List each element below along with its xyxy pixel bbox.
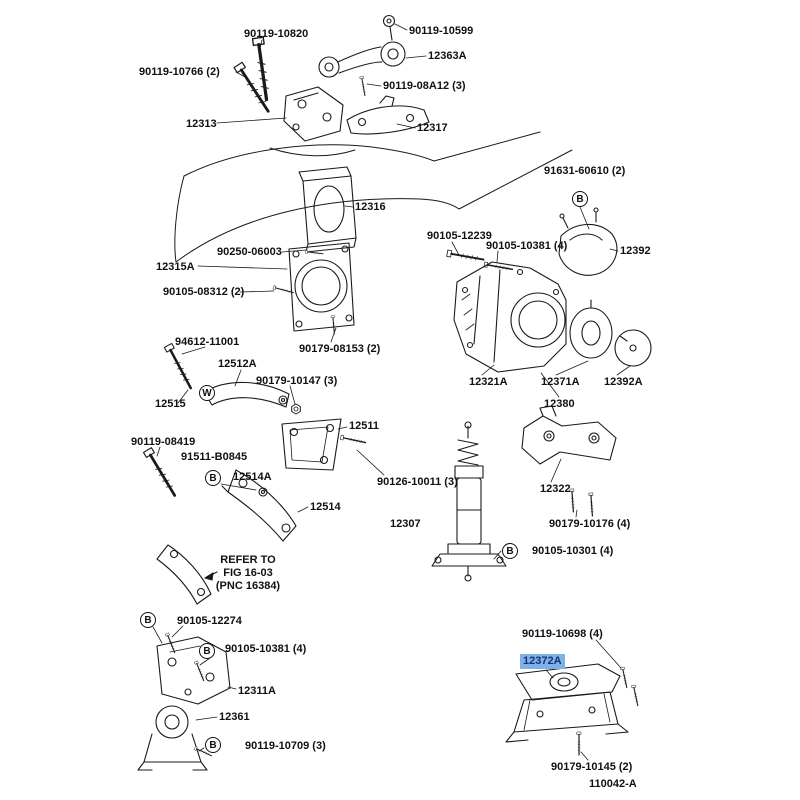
part-label[interactable]: 12315A xyxy=(156,261,195,273)
part-label[interactable]: 90179-10145 (2) xyxy=(551,761,633,773)
part-label[interactable]: 12371A xyxy=(541,376,580,388)
part-label[interactable]: 12392 xyxy=(620,245,651,257)
part-label[interactable]: 12316 xyxy=(355,201,386,213)
part-label[interactable]: 12361 xyxy=(219,711,250,723)
part-label[interactable]: 12317 xyxy=(417,122,448,134)
part-label[interactable]: 90105-10301 (4) xyxy=(532,545,614,557)
ref-symbol-w: W xyxy=(199,385,215,401)
part-label[interactable]: 90119-08419 xyxy=(131,436,196,448)
part-label[interactable]: 90119-10766 (2) xyxy=(139,66,220,78)
part-label[interactable]: 12392A xyxy=(604,376,643,388)
part-label[interactable]: 90179-10147 (3) xyxy=(256,375,338,387)
part-label[interactable]: 12321A xyxy=(469,376,508,388)
part-label[interactable]: 91631-60610 (2) xyxy=(544,165,626,177)
ref-symbol-b: B xyxy=(502,543,518,559)
part-label[interactable]: 91511-B0845 xyxy=(181,451,248,463)
diagram-note: REFER TO FIG 16-03 (PNC 16384) xyxy=(215,554,281,593)
part-label[interactable]: 12322 xyxy=(540,483,571,495)
part-label[interactable]: 12363A xyxy=(428,50,467,62)
figure-code: 110042-A xyxy=(589,778,637,790)
ref-symbol-b: B xyxy=(205,737,221,753)
part-label[interactable]: 90105-10381 (4) xyxy=(225,643,307,655)
part-label[interactable]: 90119-10698 (4) xyxy=(522,628,603,640)
part-label[interactable]: 90179-10176 (4) xyxy=(549,518,631,530)
ref-symbol-b: B xyxy=(572,191,588,207)
ref-symbol-b: B xyxy=(140,612,156,628)
part-label[interactable]: 12512A xyxy=(218,358,257,370)
part-label[interactable]: 12511 xyxy=(349,420,379,432)
part-label[interactable]: 90105-10381 (4) xyxy=(486,240,568,252)
part-label[interactable]: 90105-08312 (2) xyxy=(163,286,245,298)
part-label[interactable]: 90105-12274 xyxy=(177,615,242,627)
part-label[interactable]: 90179-08153 (2) xyxy=(299,343,381,355)
ref-symbol-b: B xyxy=(199,643,215,659)
part-label[interactable]: 90105-12239 xyxy=(427,230,492,242)
part-label[interactable]: 12515 xyxy=(155,398,186,410)
part-label[interactable]: 94612-11001 xyxy=(175,336,240,348)
part-label[interactable]: 12313 xyxy=(186,118,217,130)
part-label[interactable]: 12311A xyxy=(238,685,276,697)
part-label-selected[interactable]: 12372A xyxy=(520,654,565,670)
part-label[interactable]: 90119-10599 xyxy=(409,25,474,37)
part-label[interactable]: 90119-08A12 (3) xyxy=(383,80,466,92)
part-label[interactable]: 12514A xyxy=(233,471,272,483)
part-label[interactable]: 90250-06003 xyxy=(217,246,282,258)
part-label[interactable]: 90119-10709 (3) xyxy=(245,740,326,752)
ref-symbol-b: B xyxy=(205,470,221,486)
part-label[interactable]: 12514 xyxy=(310,501,341,513)
part-label[interactable]: 90126-10011 (3) xyxy=(377,476,458,488)
part-label[interactable]: 90119-10820 xyxy=(244,28,309,40)
part-label[interactable]: 12307 xyxy=(390,518,421,530)
part-label[interactable]: 12380 xyxy=(544,398,575,410)
